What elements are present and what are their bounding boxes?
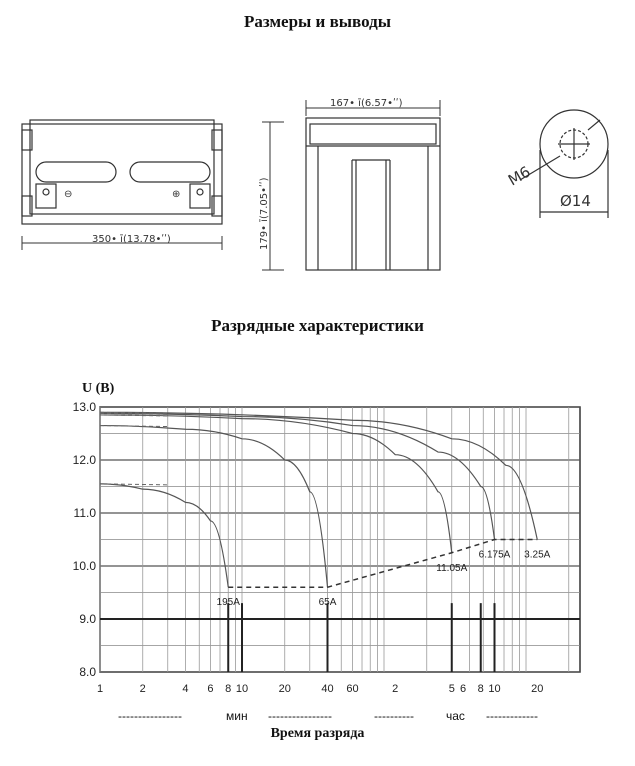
x-tick-label-hours: 10: [488, 683, 500, 695]
current-labels: 195A 65A 11.05A 6.175A 3.25A: [217, 550, 551, 609]
current-label: 6.175A: [479, 550, 511, 561]
x-tick-label-minutes: 1: [97, 683, 103, 695]
width-label: 350• ī(13.78•ʹʹ): [92, 233, 171, 245]
dimension-drawing: ⊖ ⊕ 350• ī(13.78•ʹʹ) 167• ī(6.57•ʹʹ) 179…: [21, 97, 609, 271]
dimensions-title: Размеры и выводы: [243, 12, 392, 31]
diameter-label: Ø14: [560, 192, 591, 210]
dash-mid2: ----------: [374, 709, 414, 723]
negative-terminal-icon: ⊖: [64, 189, 72, 200]
discharge-curve: [99, 424, 329, 588]
time-unit-row: ---------------- мин ---------------- --…: [0, 709, 635, 725]
height-label: 179• ī(7.05•ʹʹ): [258, 177, 270, 250]
current-label: 195A: [217, 597, 241, 608]
x-tick-label-hours: 5: [449, 683, 455, 695]
x-tick-label-minutes: 60: [346, 683, 358, 695]
width-dimension-line: [21, 236, 223, 250]
chart-grid: [99, 406, 581, 673]
unit-minutes: мин: [226, 709, 248, 723]
positive-terminal-icon: ⊕: [172, 189, 180, 200]
x-tick-label-minutes: 20: [279, 683, 291, 695]
discharge-curves: [99, 411, 538, 588]
y-tick-label: 13.0: [73, 400, 97, 414]
x-tick-label-minutes: 8: [225, 683, 231, 695]
discharge-curve: [99, 483, 229, 588]
y-axis-label: U (B): [82, 381, 115, 396]
x-axis-label: Время разряда: [270, 726, 365, 741]
y-tick-label: 12.0: [73, 453, 97, 467]
x-tick-label-minutes: 10: [236, 683, 248, 695]
curve-start-dash: [99, 411, 168, 414]
discharge-curve: [99, 414, 453, 553]
dash-left: ----------------: [118, 709, 182, 723]
y-tick-label: 8.0: [79, 665, 96, 679]
dash-right: -------------: [486, 709, 538, 723]
current-label: 65A: [319, 597, 337, 608]
dash-mid: ----------------: [268, 709, 332, 723]
x-tick-label-hours: 8: [478, 683, 484, 695]
depth-label: 167• ī(6.57•ʹʹ): [330, 97, 403, 109]
curve-start-dash: [99, 414, 168, 417]
curve-start-dash: [99, 483, 168, 486]
x-tick-label-hours: 2: [392, 683, 398, 695]
y-tick-label: 9.0: [79, 612, 96, 626]
discharge-curve: [99, 412, 496, 540]
y-tick-label: 10.0: [73, 559, 97, 573]
discharge-curve: [99, 411, 538, 540]
depth-dimension-line: [305, 100, 441, 116]
x-tick-label-hours: 6: [460, 683, 466, 695]
battery-side-view: [305, 117, 441, 271]
x-tick-label-minutes: 40: [321, 683, 333, 695]
current-label: 11.05A: [436, 563, 467, 574]
cutoff-voltage-line: [228, 538, 538, 588]
y-tick-labels: 13.0 12.0 11.0 10.0 9.0 8.0: [73, 400, 97, 679]
unit-hours: час: [446, 709, 465, 723]
x-tick-label-hours: 20: [531, 683, 543, 695]
discharge-title: Разрядные характеристики: [211, 316, 424, 335]
curve-start-dash: [99, 425, 168, 428]
x-tick-label-minutes: 6: [207, 683, 213, 695]
height-dimension-line: [262, 121, 284, 271]
y-tick-label: 11.0: [74, 506, 97, 520]
terminal-top-view: [519, 109, 609, 218]
current-label: 3.25A: [524, 550, 550, 561]
x-tick-label-minutes: 4: [182, 683, 188, 695]
curve-start-dash: [99, 412, 168, 415]
x-tick-label-minutes: 2: [140, 683, 146, 695]
battery-front-view: [21, 119, 223, 225]
